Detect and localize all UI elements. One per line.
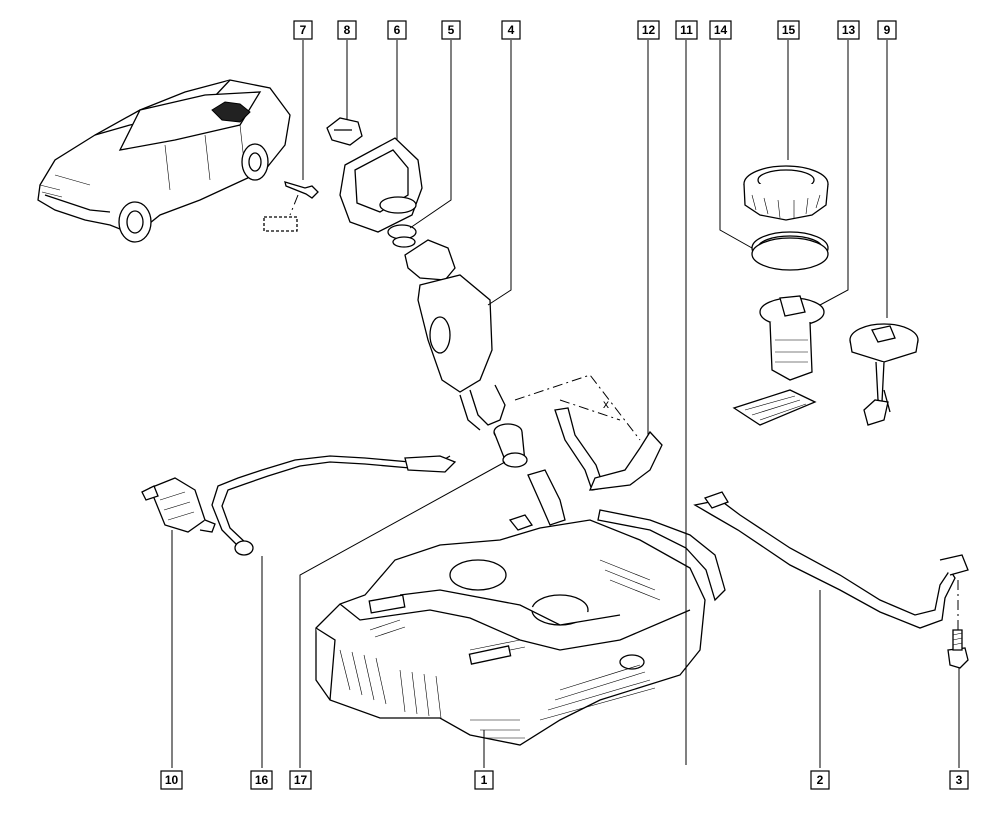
fuel-filter xyxy=(141,477,216,533)
callout-5: 5 xyxy=(441,20,461,40)
svg-text:1: 1 xyxy=(481,773,488,787)
fuel-tank xyxy=(315,519,706,746)
filler-neck xyxy=(404,239,506,431)
seal-ring xyxy=(387,224,417,248)
svg-text:17: 17 xyxy=(294,773,308,787)
fuel-level-sender xyxy=(849,323,919,426)
tank-strap xyxy=(693,491,969,629)
callout-4: 4 xyxy=(501,20,521,40)
fuel-cap-location-marker xyxy=(211,101,251,123)
callout-9: 9 xyxy=(877,20,897,40)
callout-14: 14 xyxy=(709,20,732,40)
filler-housing xyxy=(339,137,423,233)
svg-text:9: 9 xyxy=(884,23,891,37)
reference-axis-line xyxy=(514,374,641,441)
leader-lines xyxy=(171,40,960,768)
breather-hose xyxy=(554,407,663,491)
callout-8: 8 xyxy=(337,20,357,40)
callout-6: 6 xyxy=(387,20,407,40)
clip-part xyxy=(326,117,363,146)
svg-text:4: 4 xyxy=(508,23,515,37)
svg-text:5: 5 xyxy=(448,23,455,37)
svg-text:14: 14 xyxy=(714,23,728,37)
svg-text:13: 13 xyxy=(842,23,856,37)
fuel-pump-assembly xyxy=(732,295,825,426)
fastener-rivet xyxy=(263,181,319,232)
callout-17: 17 xyxy=(289,770,312,790)
svg-text:2: 2 xyxy=(817,773,824,787)
svg-text:7: 7 xyxy=(300,23,307,37)
callout-16: 16 xyxy=(250,770,273,790)
svg-text:3: 3 xyxy=(956,773,963,787)
fuel-line-pipe xyxy=(211,455,457,556)
tank-outlet-hose xyxy=(597,509,726,602)
strap-bolt xyxy=(947,629,969,669)
vent-hose-short xyxy=(493,423,528,468)
callout-3: 3 xyxy=(949,770,969,790)
svg-text:6: 6 xyxy=(394,23,401,37)
svg-text:8: 8 xyxy=(344,23,351,37)
tank-clip xyxy=(508,514,534,531)
callout-10: 10 xyxy=(160,770,183,790)
svg-text:16: 16 xyxy=(255,773,269,787)
callout-1: 1 xyxy=(474,770,494,790)
callout-15: 15 xyxy=(777,20,800,40)
lock-ring xyxy=(743,165,829,221)
callout-2: 2 xyxy=(810,770,830,790)
svg-text:11: 11 xyxy=(680,23,693,37)
x-mark-label: x xyxy=(603,397,609,411)
svg-text:10: 10 xyxy=(165,773,179,787)
callout-11: 11 xyxy=(675,20,698,40)
filler-hose-lower xyxy=(527,469,566,526)
callout-13: 13 xyxy=(837,20,860,40)
svg-text:12: 12 xyxy=(642,23,656,37)
car-illustration xyxy=(37,79,291,243)
callout-7: 7 xyxy=(293,20,313,40)
callout-12: 12 xyxy=(637,20,660,40)
svg-text:15: 15 xyxy=(782,23,796,37)
pump-seal-ring xyxy=(751,231,829,271)
